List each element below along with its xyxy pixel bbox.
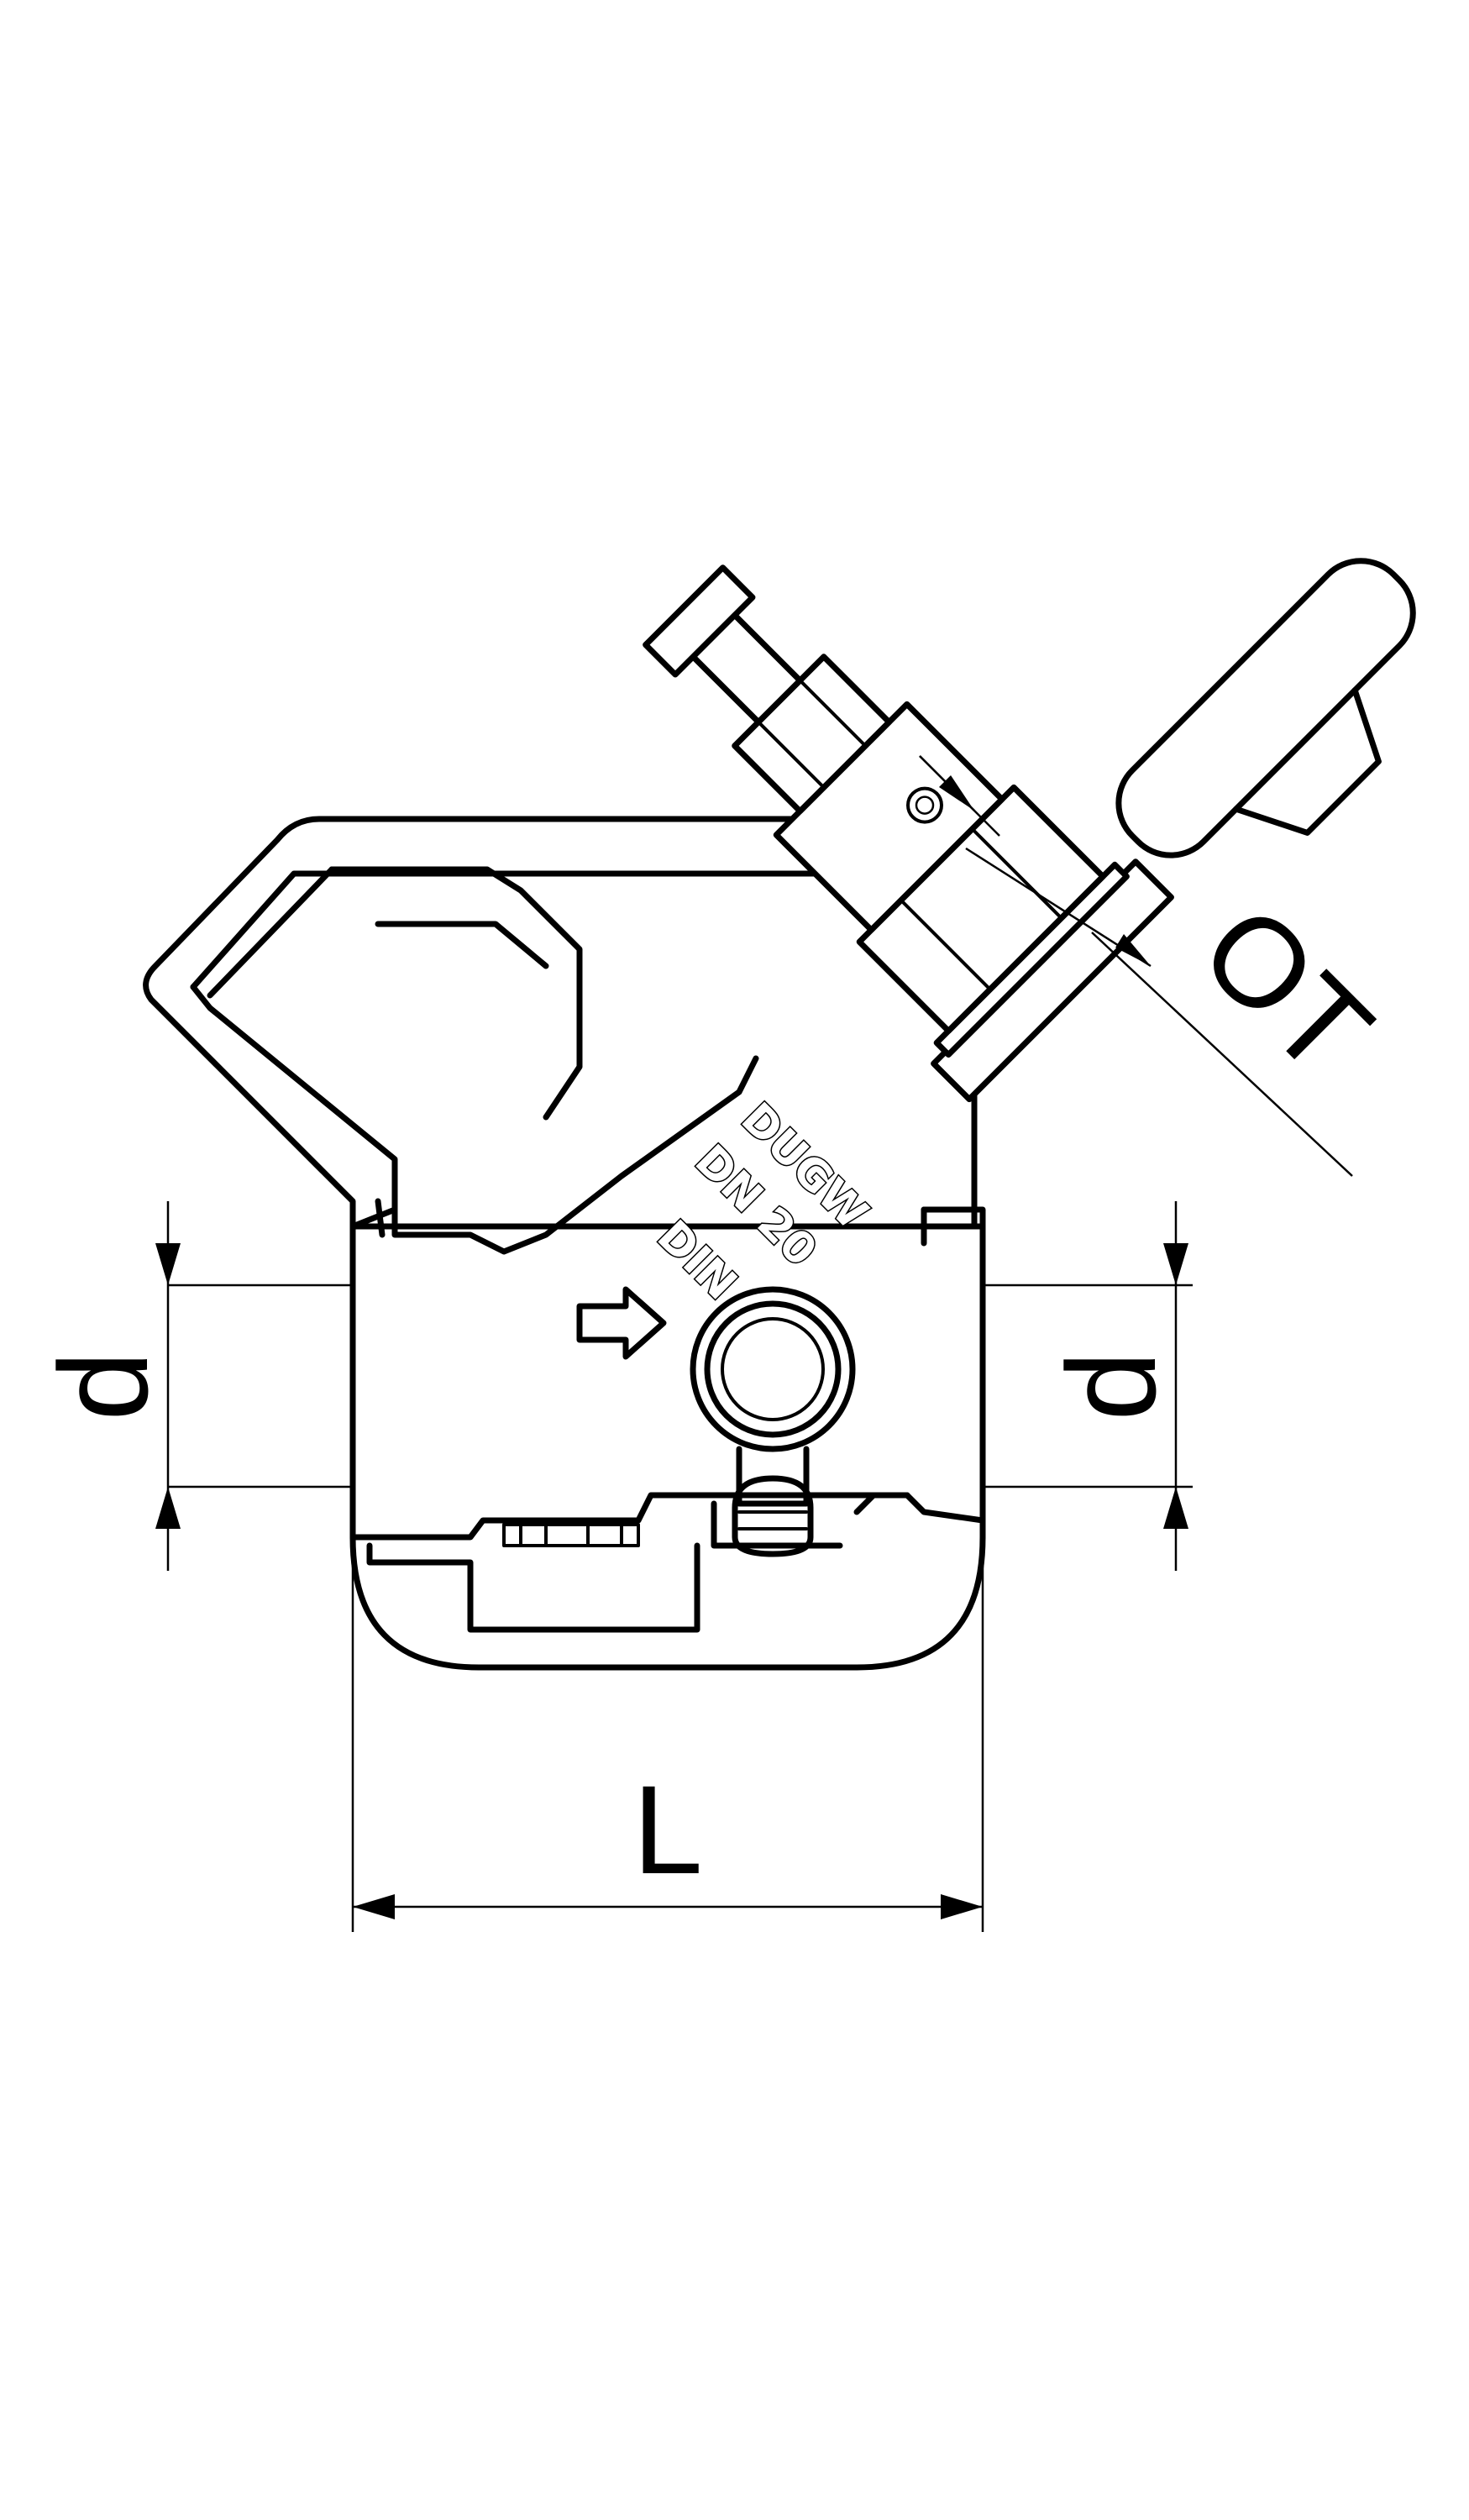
dimension-d-left: d <box>33 1201 353 1571</box>
handwheel <box>1115 558 1416 858</box>
flow-arrow-icon <box>576 1286 667 1360</box>
dimension-label-d-left: d <box>33 1351 174 1420</box>
body-markings: DUGW DN 20 DIN <box>646 1092 879 1310</box>
dimension-label-L: L <box>632 1759 702 1900</box>
valve-base-details <box>349 1492 986 1633</box>
dimension-label-OT: OT <box>1175 878 1398 1101</box>
bonnet-assembly <box>643 564 1174 1103</box>
test-port <box>690 1286 856 1507</box>
drain-nipple <box>732 1475 814 1557</box>
dimension-d-right: d <box>983 1201 1193 1571</box>
valve-body <box>143 816 986 1671</box>
dimension-L: L <box>351 1537 984 1932</box>
dimension-label-d-right: d <box>1041 1351 1182 1420</box>
